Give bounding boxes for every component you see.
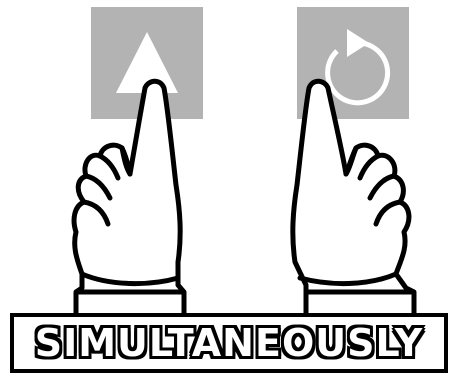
- caption-box: SIMULTANEOUSLY: [10, 313, 448, 373]
- caption-text: SIMULTANEOUSLY: [35, 324, 424, 362]
